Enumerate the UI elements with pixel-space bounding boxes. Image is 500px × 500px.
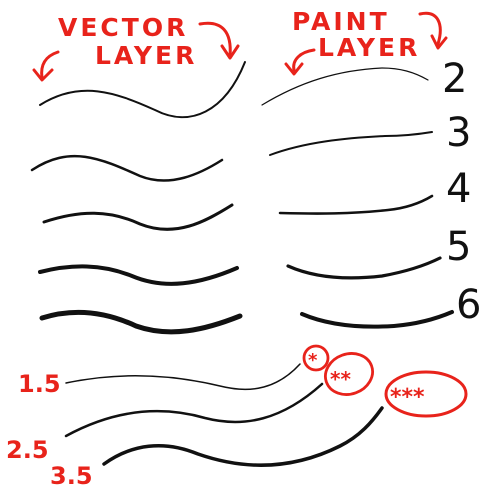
bottom-width-label-1-5: 1.5 <box>18 370 61 398</box>
small-marker-text: * <box>308 350 318 371</box>
vector-stroke-3 <box>42 203 234 231</box>
medium-marker-circle-icon <box>324 352 374 396</box>
paint-layer-heading-line1: PAINT <box>292 7 390 36</box>
vector-arrow-left-head-icon <box>32 68 54 82</box>
vector-arrow-right-head-icon <box>220 44 240 60</box>
paint-width-label-4: 4 <box>446 166 471 212</box>
paint-arrow-right-icon <box>418 11 442 46</box>
bottom-stroke-1-5 <box>65 363 301 391</box>
vector-layer-heading-line2: LAYER <box>95 41 197 70</box>
paint-stroke-5 <box>286 256 442 280</box>
paint-stroke-6 <box>300 310 454 329</box>
large-marker-text: *** <box>390 385 425 410</box>
paint-stroke-2 <box>261 67 429 106</box>
vector-stroke-2 <box>30 154 224 182</box>
medium-marker-text: ** <box>330 367 351 391</box>
paint-width-label-2: 2 <box>442 56 467 102</box>
vector-arrow-left-icon <box>40 50 60 80</box>
vector-arrow-right-icon <box>198 21 232 58</box>
paint-arrow-right-head-icon <box>430 34 448 50</box>
paint-layer-heading-line2: LAYER <box>318 33 420 62</box>
paint-stroke-4 <box>278 194 434 215</box>
paint-stroke-3 <box>269 131 433 156</box>
paint-width-label-5: 5 <box>446 224 471 270</box>
paint-width-label-3: 3 <box>446 110 471 156</box>
bottom-width-label-2-5: 2.5 <box>6 436 49 464</box>
paint-width-label-6: 6 <box>456 282 481 328</box>
paint-arrow-left-icon <box>292 48 316 72</box>
vector-layer-heading-line1: VECTOR <box>58 13 188 42</box>
small-marker-circle-icon <box>302 344 330 372</box>
bottom-stroke-3-5 <box>102 406 384 467</box>
paint-arrow-left-head-icon <box>284 62 304 76</box>
vector-stroke-5 <box>39 309 243 335</box>
large-marker-circle-icon <box>384 370 468 418</box>
vector-stroke-1 <box>39 61 246 119</box>
bottom-stroke-2-5 <box>64 382 324 438</box>
vector-stroke-4 <box>38 264 239 286</box>
bottom-width-label-3-5: 3.5 <box>50 462 93 490</box>
